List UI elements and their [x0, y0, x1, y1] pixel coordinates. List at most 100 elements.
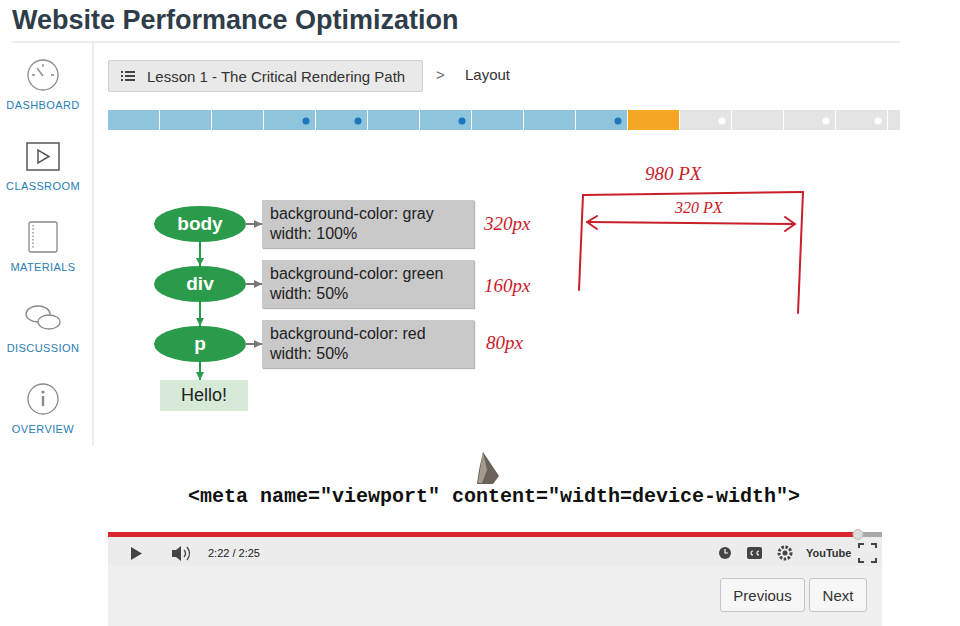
lesson-footer-panel [108, 566, 882, 626]
css-declaration: background-color: green [270, 264, 443, 284]
element-name: div [186, 273, 213, 295]
fullscreen-icon [859, 544, 876, 562]
sketch-top-edge [583, 192, 803, 195]
materials-icon [29, 222, 57, 252]
nav-label: CLASSROOM [0, 180, 86, 193]
watch-later-icon [719, 547, 731, 559]
nav-label: MATERIALS [0, 261, 86, 274]
css-declaration: width: 100% [270, 224, 357, 244]
classroom-icon [27, 143, 59, 170]
dom-node: p [154, 326, 246, 362]
lesson-button: Lesson 1 - The Critical Rendering Path [108, 60, 423, 92]
css-declaration: width: 50% [270, 344, 348, 364]
progress-dot [615, 118, 622, 125]
progress-segment [784, 110, 835, 130]
progress-dot [823, 118, 830, 125]
nav-button: Next [809, 578, 867, 612]
progress-segment [836, 110, 887, 130]
sketch-left-edge [579, 195, 583, 290]
volume-icon [172, 546, 181, 561]
tree-arrow [246, 223, 262, 225]
progress-dot [875, 118, 882, 125]
progress-dot [459, 118, 466, 125]
watch-later-hands [725, 549, 728, 553]
progress-segment [368, 110, 419, 130]
handwritten-width: 320px [484, 213, 530, 235]
video-time: 2:22 / 2:25 [208, 546, 260, 560]
css-declaration: background-color: red [270, 324, 426, 344]
handwritten-width: 80px [486, 332, 523, 354]
progress-dot [355, 118, 362, 125]
sketch-right-edge [798, 192, 803, 313]
materials-binding [32, 225, 33, 249]
tree-arrow [199, 242, 201, 266]
dashboard-ticks [32, 64, 54, 75]
pen-cursor [477, 452, 499, 484]
overview-icon-dot [41, 390, 44, 393]
progress-segment [472, 110, 523, 130]
settings-gear [779, 547, 791, 559]
button-label: Previous [733, 587, 791, 604]
dashboard-needle [37, 68, 43, 76]
progress-segment [108, 110, 159, 130]
ellipse-fill [154, 266, 246, 302]
style-box: background-color: redwidth: 50% [262, 320, 474, 368]
progress-segment [420, 110, 471, 130]
progress-segment [316, 110, 367, 130]
button-label: Lesson 1 - The Critical Rendering Path [147, 68, 405, 85]
style-box: background-color: greenwidth: 50% [262, 260, 474, 308]
player-logo: YouTube [806, 546, 851, 560]
tree-arrow [199, 362, 201, 380]
handwritten-dimension: 980 PX [645, 163, 701, 185]
progress-segment [212, 110, 263, 130]
overview-icon-stem [42, 396, 44, 406]
element-name: p [194, 333, 206, 355]
style-box: background-color: graywidth: 100% [262, 200, 474, 248]
play-button [131, 547, 142, 560]
button-label: Next [823, 587, 854, 604]
viewport-sketch [579, 192, 803, 313]
handwritten-width: 160px [484, 275, 530, 297]
handwritten-dimension: 320 PX [675, 199, 723, 217]
page-title: Website Performance Optimization [12, 3, 459, 37]
progress-segment [888, 110, 900, 130]
dom-node: div [154, 266, 246, 302]
nav-button: Previous [720, 578, 805, 612]
sketch-dimension-line [587, 222, 795, 224]
progress-segment [524, 110, 575, 130]
title-rule [12, 42, 900, 43]
ellipse-fill [154, 206, 246, 242]
sketch-arrowhead [587, 216, 597, 229]
sidebar-divider [93, 43, 94, 446]
captions-icon [747, 547, 762, 559]
css-declaration: background-color: gray [270, 204, 434, 224]
progress-segment [732, 110, 783, 130]
code-snippet: <meta name="viewport" content="width=dev… [188, 486, 800, 508]
nav-label: DASHBOARD [0, 99, 86, 112]
discussion-icon-back [38, 315, 60, 329]
sketch-arrowhead [785, 217, 795, 231]
breadcrumb-separator: > [436, 66, 445, 84]
progress-current [628, 110, 679, 130]
text-node-box: Hello! [160, 380, 248, 411]
tree-arrow [199, 302, 201, 326]
dom-node: body [154, 206, 246, 242]
settings-gear-hub [783, 551, 788, 556]
ellipse-fill [154, 326, 246, 362]
breadcrumb-current: Layout [465, 66, 510, 84]
classroom-play [38, 150, 49, 163]
element-name: body [177, 213, 222, 235]
progress-segment [160, 110, 211, 130]
pen-cursor-highlight [478, 452, 487, 483]
progress-dot [719, 118, 726, 125]
dashboard-icon [28, 60, 58, 90]
video-control-bar [108, 532, 882, 566]
overview-icon [28, 384, 58, 414]
volume-waves [184, 547, 190, 560]
css-declaration: width: 50% [270, 284, 348, 304]
nav-label: DISCUSSION [0, 342, 86, 355]
text-content: Hello! [181, 385, 227, 406]
